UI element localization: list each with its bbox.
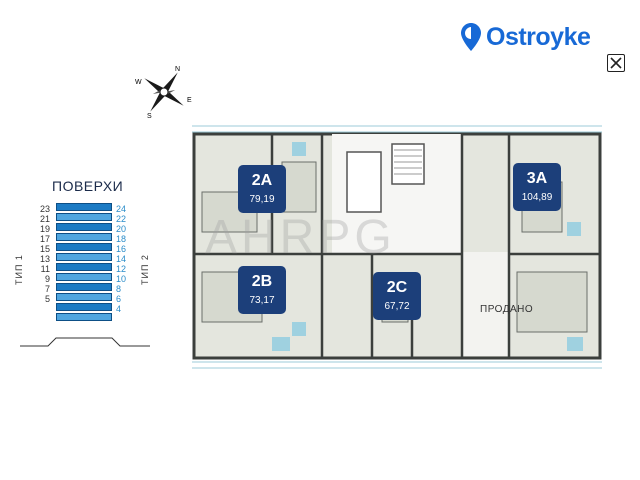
floor-plan — [172, 122, 620, 374]
floor-number[interactable]: 13 — [39, 254, 50, 264]
apartment-area: 79,19 — [249, 194, 275, 205]
location-pin-icon — [461, 23, 481, 51]
compass-w: W — [135, 79, 142, 86]
apartment-area: 67,72 — [384, 301, 410, 312]
floor-numbers-right: 24 22 20 18 16 14 12 10 8 6 4 — [116, 205, 136, 315]
floor-number[interactable]: 21 — [39, 214, 50, 224]
type-2-label: ТИП 2 — [140, 254, 150, 285]
floors-title: ПОВЕРХИ — [52, 178, 124, 194]
floor-number[interactable]: 5 — [44, 294, 50, 304]
compass-icon: N E S W — [135, 66, 192, 120]
compass-e: E — [187, 97, 192, 104]
floor-number[interactable]: 8 — [116, 284, 122, 294]
floor-number[interactable]: 24 — [116, 204, 127, 214]
floor-number[interactable]: 10 — [116, 274, 127, 284]
building-floor-selector[interactable] — [56, 203, 112, 331]
floor-numbers-left: 23 21 19 17 15 13 11 9 7 5 — [30, 205, 50, 305]
floor-number[interactable]: 20 — [116, 224, 127, 234]
apartment-2b-badge[interactable]: 2B 73,17 — [238, 266, 286, 314]
floor-number[interactable]: 7 — [44, 284, 50, 294]
floor-number[interactable]: 16 — [116, 244, 127, 254]
floor-number[interactable]: 11 — [40, 264, 50, 274]
floor-number[interactable]: 17 — [39, 234, 50, 244]
floor-row[interactable] — [56, 303, 112, 311]
apartment-area: 73,17 — [249, 295, 275, 306]
compass-n: N — [175, 66, 180, 73]
type-1-label: ТИП 1 — [14, 254, 24, 285]
floor-number[interactable]: 14 — [116, 254, 127, 264]
floor-number[interactable]: 15 — [39, 244, 50, 254]
floor-number[interactable]: 22 — [116, 214, 127, 224]
floor-number[interactable]: 12 — [116, 264, 127, 274]
floor-row[interactable] — [56, 313, 112, 321]
floor-number[interactable]: 19 — [39, 224, 50, 234]
apartment-code: 2A — [251, 172, 273, 189]
floor-number[interactable]: 4 — [116, 304, 122, 314]
floor-number[interactable]: 6 — [116, 294, 122, 304]
floor-row[interactable] — [56, 263, 112, 271]
floor-number[interactable]: 23 — [39, 204, 50, 214]
close-button[interactable] — [607, 54, 625, 72]
apartment-code: 3A — [526, 170, 548, 187]
close-icon — [610, 57, 622, 69]
floor-row[interactable] — [56, 253, 112, 261]
building-base — [20, 337, 150, 347]
sold-label: ПРОДАНО — [480, 304, 534, 315]
compass-s: S — [147, 113, 152, 120]
floor-row[interactable] — [56, 283, 112, 291]
apartment-area: 104,89 — [521, 192, 553, 203]
floor-row[interactable] — [56, 213, 112, 221]
apartment-code: 2B — [251, 273, 273, 290]
apartment-2c-badge[interactable]: 2C 67,72 — [373, 272, 421, 320]
brand-name: Ostroyke — [486, 22, 591, 51]
floor-row[interactable] — [56, 223, 112, 231]
apartment-2a-badge[interactable]: 2A 79,19 — [238, 165, 286, 213]
floor-number[interactable]: 18 — [116, 234, 127, 244]
floor-row[interactable] — [56, 273, 112, 281]
apartment-code: 2C — [386, 279, 408, 296]
ostroyke-logo: Ostroyke — [460, 22, 591, 52]
apartment-3a-badge[interactable]: 3A 104,89 — [513, 163, 561, 211]
floor-row[interactable] — [56, 203, 112, 211]
floor-row[interactable] — [56, 293, 112, 301]
floor-number[interactable]: 9 — [44, 274, 50, 284]
floor-row[interactable] — [56, 233, 112, 241]
floor-row[interactable] — [56, 243, 112, 251]
